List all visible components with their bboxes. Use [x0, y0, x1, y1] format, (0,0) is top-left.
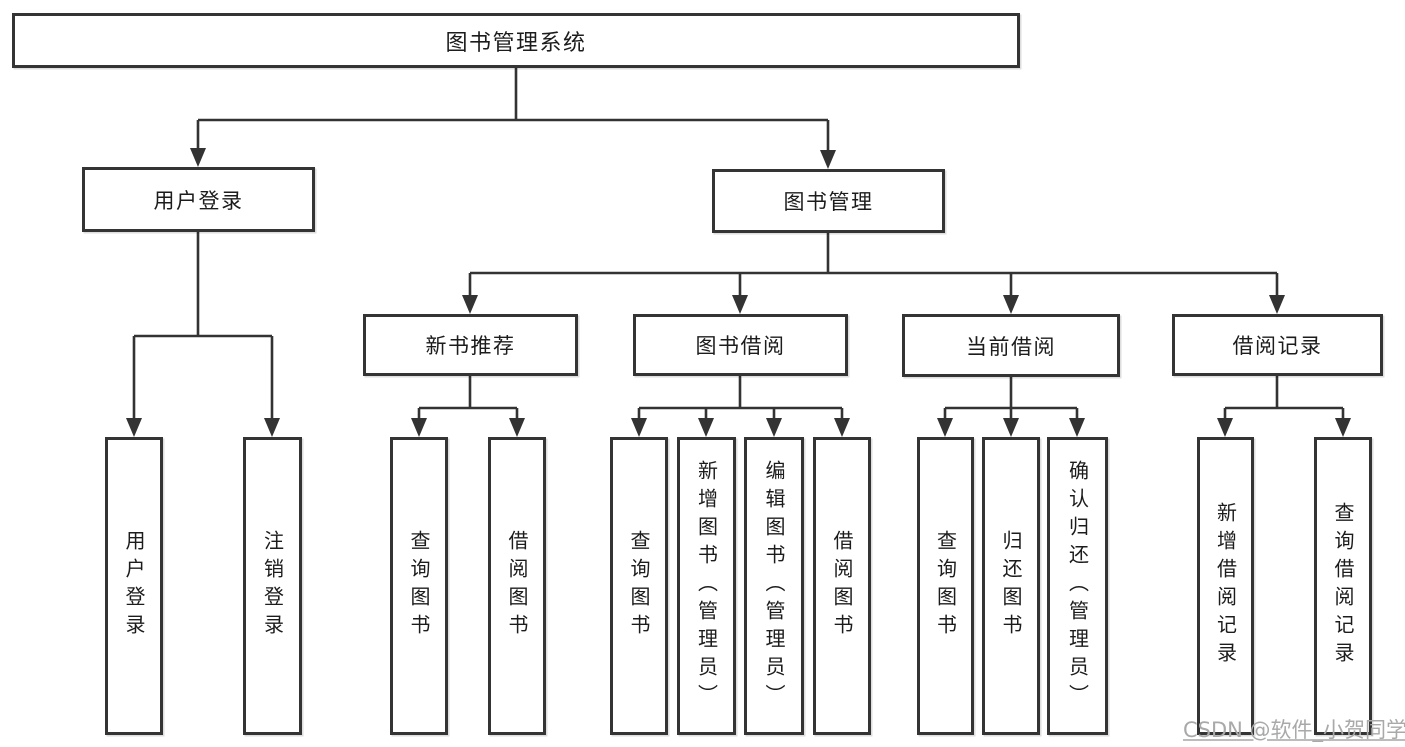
leaf-return-books: 归还图书	[982, 437, 1040, 735]
node-label: 查询借阅记录	[1331, 502, 1355, 670]
watermark-text: CSDN @软件_小贺同学	[1183, 718, 1405, 742]
node-label: 新书推荐	[425, 334, 516, 358]
node-label: 图书管理系统	[445, 30, 587, 56]
node-library-management-system: 图书管理系统	[12, 13, 1020, 68]
node-label: 编辑图书（管理员）	[762, 460, 786, 712]
leaf-add-borrow-record: 新增借阅记录	[1197, 437, 1254, 735]
leaf-borrow-books: 借阅图书	[813, 437, 871, 735]
node-label: 图书借阅	[695, 334, 786, 358]
leaf-user-login: 用户登录	[105, 437, 163, 735]
node-label: 当前借阅	[966, 334, 1056, 359]
node-book-borrowing: 图书借阅	[633, 314, 848, 376]
node-new-book-recommend: 新书推荐	[363, 314, 578, 376]
node-label: 查询图书	[933, 530, 958, 642]
node-label: 确认归还（管理员）	[1065, 460, 1090, 712]
node-label: 新增借阅记录	[1213, 502, 1238, 670]
node-label: 借阅图书	[830, 530, 854, 642]
leaf-edit-book-admin: 编辑图书（管理员）	[744, 437, 804, 735]
leaf-query-books-current: 查询图书	[917, 437, 974, 735]
node-label: 借阅图书	[505, 530, 529, 642]
leaf-add-book-admin: 新增图书（管理员）	[677, 437, 736, 735]
node-borrowing-records: 借阅记录	[1172, 314, 1383, 376]
node-label: 归还图书	[999, 530, 1023, 642]
leaf-query-borrow-record: 查询借阅记录	[1314, 437, 1372, 735]
leaf-borrow-books-recommend: 借阅图书	[488, 437, 546, 735]
node-label: 新增图书（管理员）	[694, 460, 719, 712]
node-user-login: 用户登录	[82, 167, 315, 232]
node-label: 图书管理	[783, 190, 874, 214]
node-label: 借阅记录	[1232, 334, 1323, 358]
node-label: 用户登录	[122, 530, 146, 642]
leaf-query-books-borrowing: 查询图书	[610, 437, 668, 735]
node-label: 查询图书	[627, 530, 651, 642]
node-label: 查询图书	[407, 530, 431, 642]
node-current-borrowing: 当前借阅	[902, 314, 1120, 377]
leaf-query-books-recommend: 查询图书	[390, 437, 448, 735]
node-label: 用户登录	[153, 188, 244, 213]
leaf-confirm-return-admin: 确认归还（管理员）	[1047, 437, 1108, 735]
node-label: 注销登录	[260, 530, 285, 642]
node-book-management: 图书管理	[712, 169, 945, 233]
leaf-logout: 注销登录	[243, 437, 302, 735]
